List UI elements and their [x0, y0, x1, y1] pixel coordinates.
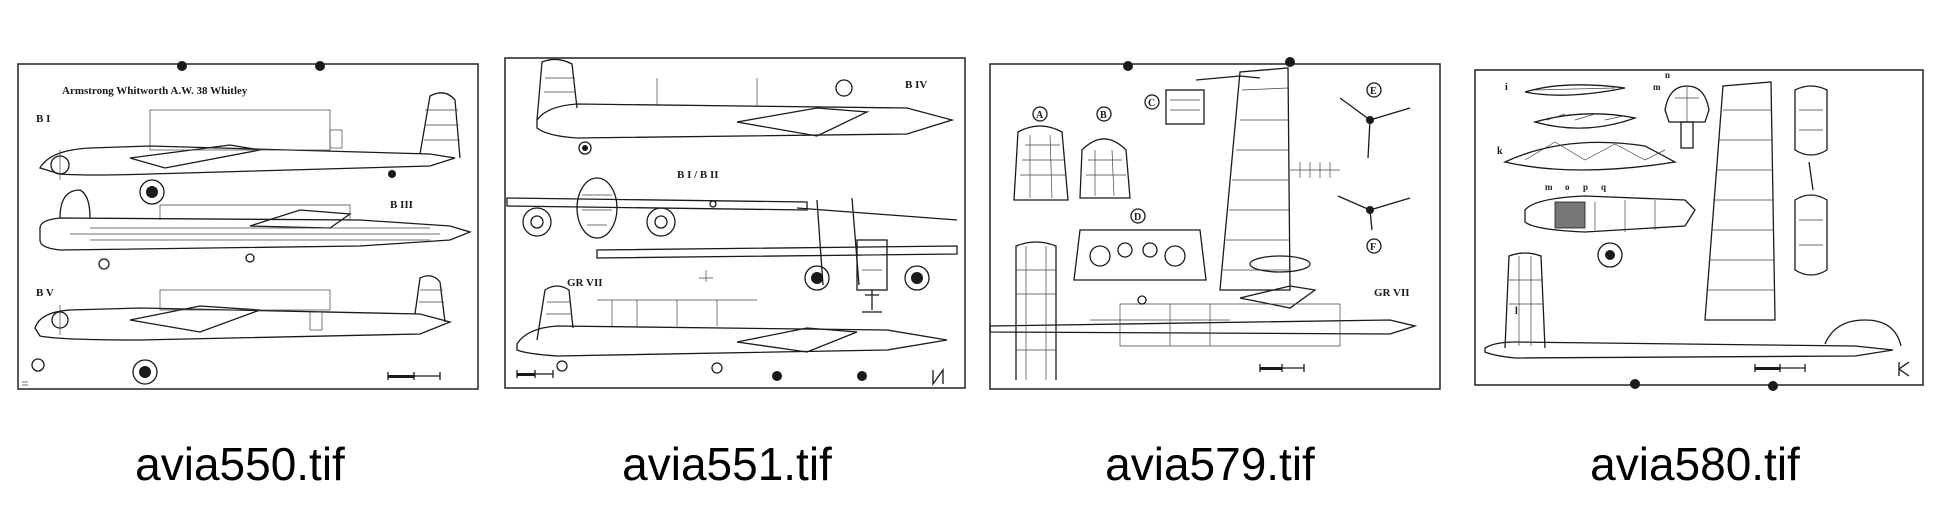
thumbnail-caption-avia580[interactable]: avia580.tif — [1590, 438, 1800, 490]
thumbnail-avia551[interactable]: B IV B I / B II GR VII — [487, 50, 967, 395]
sheet-label: p — [1583, 182, 1588, 192]
sheet-label: k — [1497, 146, 1503, 157]
sheet-label: D — [1134, 212, 1141, 223]
sheet-label: A — [1036, 110, 1044, 121]
thumbnail-caption-avia579[interactable]: avia579.tif — [1105, 438, 1315, 490]
drawing-avia580: i k m o p q n m l — [1474, 69, 1924, 391]
sheet-title: Armstrong Whitworth A.W. 38 Whitley — [62, 85, 248, 97]
drawing-avia551: B IV B I / B II GR VII — [504, 57, 966, 389]
sheet-label: C — [1148, 98, 1155, 109]
sheet-label: B IV — [905, 79, 927, 91]
thumbnail-caption-avia550[interactable]: avia550.tif — [135, 438, 345, 490]
sheet-label: GR VII — [1374, 287, 1410, 299]
sheet-label: B I — [36, 113, 50, 125]
sheet-label: B V — [36, 287, 54, 299]
thumbnail-caption-avia551[interactable]: avia551.tif — [622, 438, 832, 490]
sheet-label: i — [1505, 82, 1508, 93]
sheet-label: n — [1665, 70, 1670, 80]
sheet-label: m — [1545, 182, 1553, 192]
sheet-label: B III — [390, 199, 413, 211]
thumbnail-avia579[interactable]: A B C D E F GR VII — [970, 50, 1450, 395]
drawing-avia550: Armstrong Whitworth A.W. 38 Whitley B I … — [17, 61, 479, 390]
sheet-label: l — [1515, 306, 1518, 317]
drawing-avia579: A B C D E F GR VII — [989, 57, 1441, 390]
sheet-label: F — [1370, 242, 1376, 253]
sheet-label: o — [1565, 182, 1570, 192]
sheet-label: B I / B II — [677, 169, 719, 181]
sheet-label: E — [1370, 86, 1377, 97]
sheet-label: GR VII — [567, 277, 603, 289]
thumbnail-avia580[interactable]: i k m o p q n m l — [1455, 50, 1935, 395]
thumbnail-avia550[interactable]: Armstrong Whitworth A.W. 38 Whitley B I … — [0, 50, 480, 395]
sheet-label: q — [1601, 182, 1606, 192]
sheet-label: m — [1653, 82, 1661, 92]
sheet-label: B — [1100, 110, 1107, 121]
